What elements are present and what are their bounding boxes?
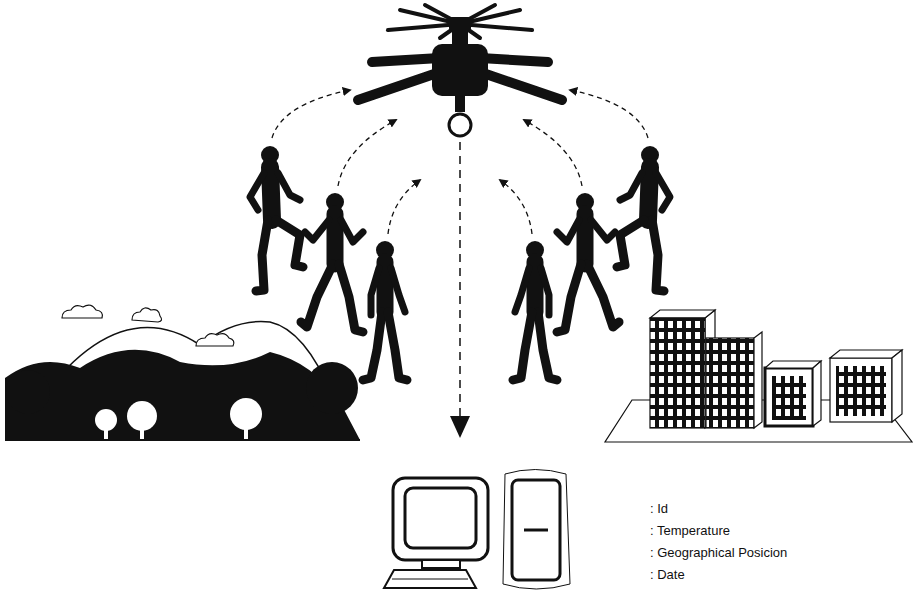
city-part	[754, 332, 762, 428]
city-part	[765, 368, 813, 426]
signal-arrows-part	[524, 120, 582, 186]
computer-part	[392, 579, 468, 580]
computer-part	[524, 529, 548, 532]
signal-arrows-part	[272, 90, 350, 138]
computer-part	[512, 480, 560, 580]
drone	[358, 5, 562, 136]
people-part	[363, 241, 407, 380]
signal-arrows-part	[570, 90, 648, 138]
city-part	[892, 350, 902, 422]
field-label: : Geographical Posicion	[650, 542, 787, 564]
city-part	[765, 361, 821, 368]
landscape-part	[196, 334, 234, 346]
drone-part-part	[372, 58, 440, 62]
landscape-part	[5, 439, 360, 441]
landscape-part	[132, 308, 162, 322]
field-label: : Temperature	[650, 520, 787, 542]
landscape-part	[140, 424, 144, 440]
landscape-part	[244, 422, 248, 440]
people-part	[301, 193, 363, 332]
field-label: : Id	[650, 498, 787, 520]
city-part	[836, 366, 886, 416]
drone-part	[449, 114, 471, 136]
drone-part-part	[480, 72, 562, 100]
people-part	[513, 146, 670, 380]
signal-arrows	[272, 90, 648, 234]
drone-part-part	[358, 72, 440, 100]
computer-part	[384, 570, 476, 588]
city-part	[813, 361, 821, 426]
people-part	[250, 146, 303, 291]
city	[605, 310, 912, 442]
city-part	[650, 310, 715, 318]
people-part-part	[513, 241, 557, 380]
drone-part	[449, 17, 471, 31]
city-part	[650, 318, 705, 428]
down-arrow	[450, 142, 470, 438]
drone-part	[432, 44, 488, 96]
city-part	[706, 338, 754, 428]
drone-part-part	[480, 58, 548, 62]
landscape-part	[62, 305, 102, 318]
people-part-part	[617, 146, 670, 291]
computer-part	[405, 488, 476, 548]
city-part	[772, 376, 806, 420]
down-arrow-part	[459, 142, 461, 418]
people-part-part	[557, 193, 619, 332]
city-part	[830, 358, 892, 422]
landscape-part	[329, 400, 335, 440]
signal-arrows-part	[388, 180, 420, 234]
city-part	[830, 350, 902, 358]
computer-part	[503, 470, 570, 590]
computer	[384, 470, 570, 590]
field-label: : Date	[650, 564, 787, 586]
landscape-part	[104, 425, 108, 440]
signal-arrows-part	[500, 180, 532, 234]
drone-part	[455, 94, 465, 112]
field-list: : Id: Temperature: Geographical Posicion…	[650, 498, 787, 586]
landscape-part	[25, 405, 31, 440]
down-arrow-part	[450, 416, 470, 438]
computer-part	[393, 478, 488, 560]
people	[250, 146, 670, 380]
landscape-part	[5, 350, 360, 440]
computer-part	[422, 560, 460, 568]
signal-arrows-part	[338, 120, 396, 186]
